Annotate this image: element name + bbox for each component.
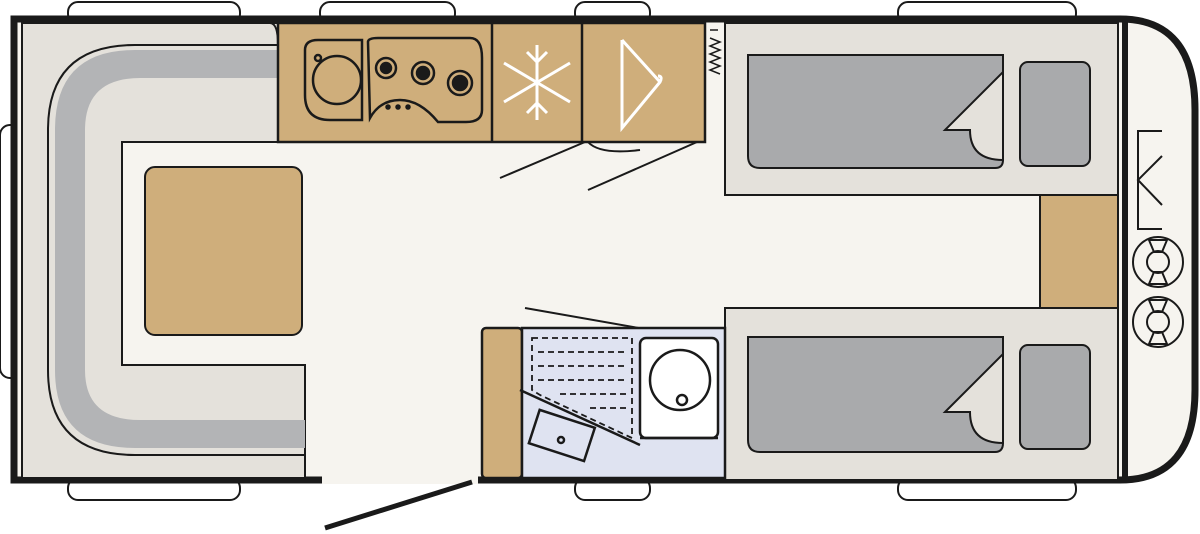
bed-lower (724, 307, 1119, 481)
front-area (1122, 22, 1184, 478)
bathroom (480, 326, 727, 480)
hob-icon (366, 36, 484, 124)
entrance-gap (322, 476, 478, 484)
toilet-icon (638, 336, 720, 440)
dinette-seat (21, 22, 306, 479)
wardrobe-hanger-icon (620, 38, 663, 133)
kitchen-unit (276, 21, 723, 144)
bed-upper (724, 22, 1119, 196)
step-lines (499, 141, 698, 331)
sink-icon (303, 38, 364, 122)
washbasin (527, 408, 597, 463)
socket-icon (1132, 236, 1184, 288)
fridge-snowflake-icon (503, 45, 571, 120)
socket-icon (1132, 296, 1184, 348)
dining-table (144, 166, 303, 336)
nightstand (1039, 194, 1119, 309)
heater-coil-icon (707, 29, 723, 75)
entrance-door[interactable] (324, 479, 473, 531)
